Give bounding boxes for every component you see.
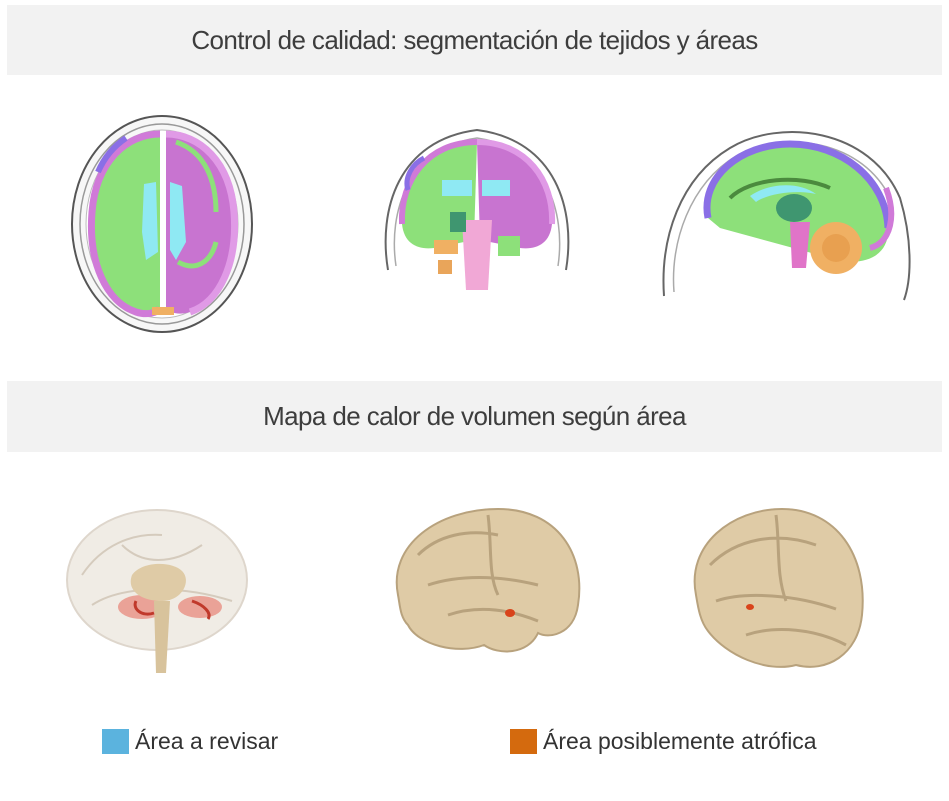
transparent-brain-heatmap — [66, 509, 248, 673]
qc-section-header: Control de calidad: segmentación de teji… — [7, 5, 942, 75]
heatmap-section-title: Mapa de calor de volumen según área — [263, 401, 686, 431]
legend-atrophy-label: Área posiblemente atrófica — [543, 728, 817, 754]
brain-lateral-view-2 — [693, 507, 864, 668]
legend-atrophy-area: Área posiblemente atrófica — [510, 728, 817, 755]
brain-lateral-view-1 — [395, 507, 581, 653]
coronal-segmentation-image — [384, 128, 570, 290]
legend-review-label: Área a revisar — [135, 728, 279, 754]
sagittal-segmentation-image — [662, 131, 911, 301]
heatmap-section-header: Mapa de calor de volumen según área — [7, 381, 942, 452]
legend-review-area: Área a revisar — [102, 728, 278, 755]
orange-swatch-icon — [510, 729, 537, 754]
axial-segmentation-image — [71, 115, 253, 333]
blue-swatch-icon — [102, 729, 129, 754]
qc-section-title: Control de calidad: segmentación de teji… — [191, 24, 758, 55]
